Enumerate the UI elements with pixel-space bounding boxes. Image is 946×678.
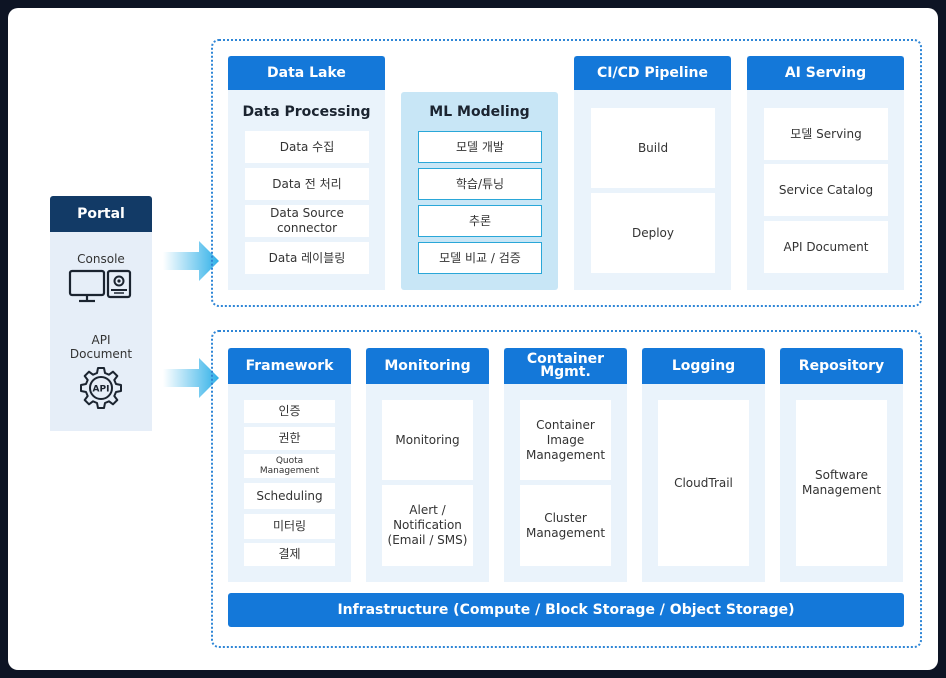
framework-item: 권한 bbox=[244, 427, 335, 450]
arrow-right-icon bbox=[163, 358, 219, 398]
container-item: Cluster Management bbox=[520, 485, 611, 566]
data-lake-item: Data 수집 bbox=[245, 131, 369, 163]
top-services-region bbox=[211, 39, 922, 307]
framework-item: Quota Management bbox=[244, 454, 335, 478]
logging-panel: Logging CloudTrail bbox=[642, 348, 765, 582]
ai-serving-header: AI Serving bbox=[747, 56, 904, 90]
arrow-right-icon bbox=[163, 241, 219, 281]
portal-header: Portal bbox=[50, 196, 152, 232]
framework-item: Scheduling bbox=[244, 483, 335, 509]
ml-modeling-item: 추론 bbox=[418, 205, 542, 237]
console-icon-group bbox=[68, 269, 132, 303]
framework-item: 미터링 bbox=[244, 514, 335, 539]
container-mgmt-header: Container Mgmt. bbox=[504, 348, 627, 384]
console-terminal-icon bbox=[106, 269, 132, 299]
container-item: Container Image Management bbox=[520, 400, 611, 480]
bottom-platform-region bbox=[211, 330, 922, 648]
ai-serving-item: Service Catalog bbox=[764, 164, 888, 216]
ml-modeling-item: 모델 비교 / 검증 bbox=[418, 242, 542, 274]
portal-panel bbox=[50, 232, 152, 431]
monitoring-panel: Monitoring Monitoring Alert / Notificati… bbox=[366, 348, 489, 582]
repository-item: Software Management bbox=[796, 400, 887, 566]
logging-header: Logging bbox=[642, 348, 765, 384]
monitor-icon bbox=[68, 269, 106, 303]
cicd-pipeline-header: CI/CD Pipeline bbox=[574, 56, 731, 90]
monitoring-item: Alert / Notification (Email / SMS) bbox=[382, 485, 473, 566]
data-lake-item: Data 전 처리 bbox=[245, 168, 369, 200]
ml-modeling-item: 모델 개발 bbox=[418, 131, 542, 163]
container-mgmt-panel: Container Mgmt. Container Image Manageme… bbox=[504, 348, 627, 582]
console-label: Console bbox=[77, 252, 125, 266]
ml-modeling-title: ML Modeling bbox=[429, 104, 530, 120]
ml-modeling-panel: ML Modeling 모델 개발 학습/튜닝 추론 모델 비교 / 검증 bbox=[401, 92, 558, 290]
repository-header: Repository bbox=[780, 348, 903, 384]
ai-serving-item: 모델 Serving bbox=[764, 108, 888, 160]
data-lake-panel: Data Lake Data Processing Data 수집 Data 전… bbox=[228, 56, 385, 290]
data-lake-item: Data Source connector bbox=[245, 205, 369, 237]
api-document-label: API Document bbox=[69, 333, 133, 361]
data-lake-header: Data Lake bbox=[228, 56, 385, 90]
framework-item: 인증 bbox=[244, 400, 335, 423]
monitoring-item: Monitoring bbox=[382, 400, 473, 480]
framework-header: Framework bbox=[228, 348, 351, 384]
repository-panel: Repository Software Management bbox=[780, 348, 903, 582]
cicd-pipeline-panel: CI/CD Pipeline Build Deploy bbox=[574, 56, 731, 290]
monitoring-header: Monitoring bbox=[366, 348, 489, 384]
data-processing-title: Data Processing bbox=[242, 104, 371, 120]
framework-item: 결제 bbox=[244, 543, 335, 566]
ai-serving-panel: AI Serving 모델 Serving Service Catalog AP… bbox=[747, 56, 904, 290]
data-lake-item: Data 레이블링 bbox=[245, 242, 369, 274]
api-gear-icon: API bbox=[80, 367, 122, 409]
infrastructure-bar: Infrastructure (Compute / Block Storage … bbox=[228, 593, 904, 627]
cicd-item-deploy: Deploy bbox=[591, 193, 715, 273]
logging-item-cloudtrail: CloudTrail bbox=[658, 400, 749, 566]
ml-modeling-item: 학습/튜닝 bbox=[418, 168, 542, 200]
cicd-item-build: Build bbox=[591, 108, 715, 188]
framework-panel: Framework 인증 권한 Quota Management Schedul… bbox=[228, 348, 351, 582]
ai-serving-item: API Document bbox=[764, 221, 888, 273]
api-badge-text: API bbox=[93, 385, 110, 395]
